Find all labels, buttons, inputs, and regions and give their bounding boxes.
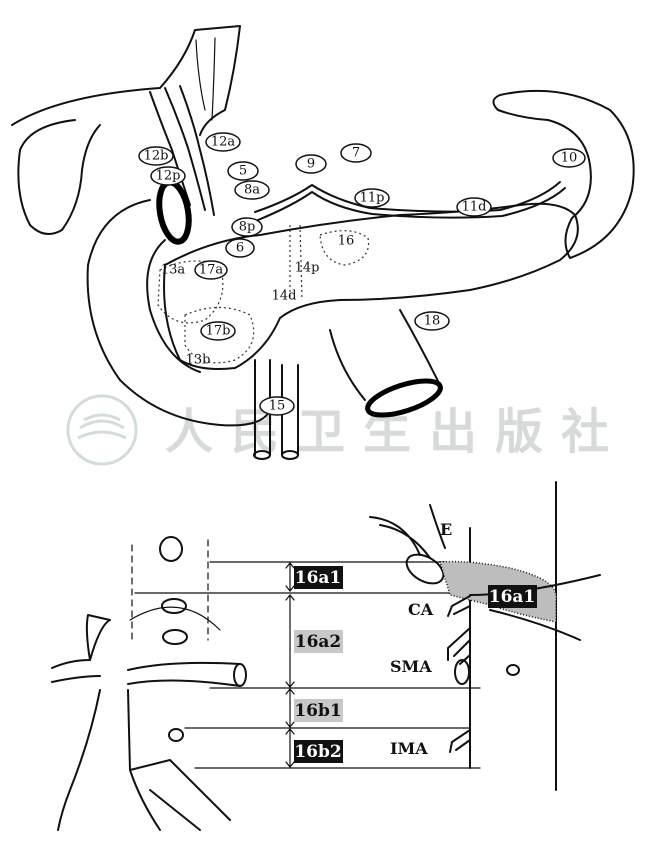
svg-text:18: 18 [424, 314, 441, 329]
renal-vein-end [233, 663, 247, 687]
vertebra-2 [161, 598, 187, 614]
node-label-17b: 17b [200, 321, 236, 341]
label-sma: SMA [390, 657, 432, 676]
esophagus [369, 504, 446, 559]
svg-text:15: 15 [269, 399, 286, 414]
station-16b2: 16b2 [294, 740, 343, 763]
node-label-6: 6 [225, 238, 255, 258]
ivc [57, 689, 231, 831]
spleen [492, 89, 635, 259]
aorta-end [253, 450, 271, 460]
label-celiac-artery: CA [408, 600, 434, 619]
svg-text:17a: 17a [199, 263, 224, 278]
lymph-region-16 [319, 230, 370, 266]
jejunum [329, 309, 441, 401]
node-label-9: 9 [295, 154, 327, 174]
station-arrows [285, 562, 295, 768]
label-esophagus: E [440, 520, 452, 539]
svg-text:12p: 12p [156, 169, 181, 184]
node-label-18: 18 [414, 311, 450, 331]
sma-artery [447, 627, 471, 665]
svg-text:16a2: 16a2 [295, 632, 342, 652]
liver-outline [11, 25, 241, 136]
node-labels: 12a 12b 12p 5 8a 9 7 11p 11d 10 8p 6 16 … [138, 132, 586, 416]
splenic-artery-2 [257, 187, 566, 221]
node-label-8a: 8a [234, 180, 270, 200]
node-label-11p: 11p [354, 188, 390, 208]
left-renal-vessel [51, 614, 241, 687]
svg-text:12b: 12b [144, 149, 169, 164]
splenic-artery [254, 181, 561, 213]
svg-text:10: 10 [561, 151, 578, 166]
node-label-5: 5 [227, 161, 259, 181]
level-lines [134, 561, 481, 769]
svg-text:8p: 8p [239, 220, 256, 235]
bottom-anatomy [51, 481, 601, 831]
node-label-12a: 12a [205, 132, 241, 152]
celiac-artery [447, 595, 471, 617]
vertebra-3 [162, 629, 188, 645]
label-ima: IMA [390, 739, 428, 758]
svg-text:16a1: 16a1 [489, 587, 536, 607]
node-label-14p: 14p [295, 261, 320, 276]
sma-vessel [454, 659, 470, 685]
svg-text:16a1: 16a1 [295, 568, 342, 588]
svg-text:11p: 11p [360, 191, 385, 206]
jejunum-cut [365, 378, 443, 418]
svg-text:16b1: 16b1 [294, 701, 341, 721]
watermark-logo-icon [66, 394, 138, 466]
node-label-8p: 8p [231, 217, 263, 237]
ivc-end [281, 450, 299, 460]
node-label-11d: 11d [456, 197, 492, 217]
node-label-13a: 13a [161, 263, 186, 278]
svg-text:8a: 8a [244, 183, 260, 198]
node-label-14d: 14d [272, 289, 297, 304]
station-16a1: 16a1 [294, 566, 343, 589]
gallbladder [17, 119, 101, 235]
node-label-13b: 13b [186, 353, 211, 368]
hepatic-duct [149, 85, 215, 216]
region-label-16a1: 16a1 [488, 585, 537, 608]
ima-artery [449, 729, 471, 753]
svg-text:5: 5 [239, 164, 247, 179]
pylorus-cut [156, 179, 192, 245]
vertebra-4 [168, 728, 184, 742]
esophagus-cut [405, 553, 445, 585]
svg-text:13a: 13a [161, 263, 186, 278]
node-label-7: 7 [340, 143, 372, 163]
pancreas [163, 202, 579, 370]
svg-text:7: 7 [352, 146, 360, 161]
lymph-region-13a [157, 260, 224, 324]
svg-text:9: 9 [307, 157, 315, 172]
node-label-12p: 12p [150, 166, 186, 186]
watermark: 人民卫生出版社 [66, 394, 609, 466]
svg-text:12a: 12a [211, 135, 236, 150]
svg-text:16: 16 [338, 234, 355, 249]
svg-text:11d: 11d [462, 200, 487, 215]
vertebra-1 [159, 536, 183, 562]
svg-text:13b: 13b [186, 353, 211, 368]
svg-text:6: 6 [236, 241, 244, 256]
station-16b1: 16b1 [294, 699, 343, 722]
node-label-10: 10 [552, 148, 586, 168]
node-label-16: 16 [338, 234, 355, 249]
node-label-17a: 17a [194, 260, 228, 280]
svg-text:16b2: 16b2 [294, 742, 341, 762]
duodenum [86, 199, 271, 427]
node-label-12b: 12b [138, 146, 174, 166]
node-label-15: 15 [259, 396, 295, 416]
portal-vein [195, 37, 216, 121]
station-16a2: 16a2 [294, 630, 343, 653]
top-anatomy [11, 25, 635, 460]
svg-text:14d: 14d [272, 289, 297, 304]
svg-text:17b: 17b [206, 324, 231, 339]
svg-text:14p: 14p [295, 261, 320, 276]
vessel-dot [506, 664, 520, 676]
aorta-curve [129, 606, 221, 631]
